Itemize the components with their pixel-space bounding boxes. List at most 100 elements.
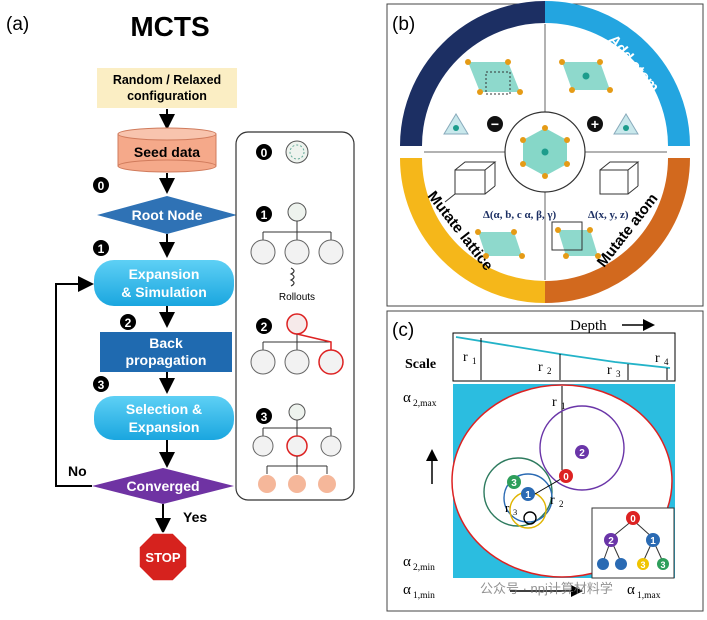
scale-curve bbox=[455, 336, 671, 369]
mutate-lattice-arc bbox=[400, 157, 546, 303]
alpha1max-label: α bbox=[627, 582, 635, 598]
watermark-text: 公众号 · npj计算材料学 bbox=[480, 581, 613, 596]
seed-data-cylinder: Seed data bbox=[117, 127, 217, 173]
start-config-line1: Random / Relaxed bbox=[113, 73, 221, 87]
step-2-number: 2 bbox=[125, 316, 132, 330]
lattice-crystal-icon bbox=[475, 229, 525, 259]
mcts-title: MCTS bbox=[130, 11, 209, 42]
panel-a-label: (a) bbox=[6, 14, 29, 35]
plus-icon bbox=[587, 116, 603, 132]
r2-radius-sub: 2 bbox=[559, 499, 564, 509]
node-0-label: 0 bbox=[563, 472, 569, 483]
atom-crystal-icon bbox=[551, 221, 601, 259]
r2-radius-label: r bbox=[550, 493, 555, 508]
rollout-spring-icon bbox=[289, 267, 295, 287]
backprop-line2: propagation bbox=[126, 352, 207, 368]
alpha1max-sub: 1,max bbox=[637, 591, 661, 601]
seed-data-label: Seed data bbox=[134, 144, 200, 160]
mutate-atom-arc bbox=[544, 157, 690, 303]
start-config-line2: configuration bbox=[127, 89, 207, 103]
panel-a: (a) MCTS Random / Relaxed configuration … bbox=[6, 11, 355, 582]
alpha1min-sub: 1,min bbox=[413, 591, 435, 601]
r1-radius-label: r bbox=[552, 395, 557, 410]
expansion-line2: & Simulation bbox=[121, 284, 207, 300]
tree-step-1: 1 bbox=[261, 208, 268, 222]
scale-plot-frame bbox=[452, 332, 676, 382]
center-crystal-icon bbox=[520, 125, 570, 179]
remove-triangle-icon bbox=[443, 113, 469, 135]
converged-label: Converged bbox=[126, 478, 199, 494]
atom-cell-icon bbox=[599, 161, 640, 195]
stop-sign bbox=[138, 532, 188, 582]
r3-scale-sub: 3 bbox=[616, 369, 621, 379]
alpha1min-label: α bbox=[403, 582, 411, 598]
node-0-marker bbox=[559, 469, 573, 483]
panel-b-label: (b) bbox=[392, 14, 415, 35]
minus-icon bbox=[487, 116, 503, 132]
r3-radius-label: r bbox=[505, 500, 510, 515]
add-atom-arc bbox=[544, 1, 690, 147]
r1-radius-sub: 1 bbox=[561, 401, 566, 411]
remove-atom-arc bbox=[400, 1, 546, 147]
panel-b: (b) Remove atom Add atom Mutate lattice … bbox=[386, 1, 704, 307]
root-node-diamond bbox=[97, 196, 237, 234]
backprop-line1: Back bbox=[149, 335, 183, 351]
stop-label: STOP bbox=[145, 550, 180, 565]
panel-c: (c) Depth Scale r 1 r 2 r 3 r 4 α 2,max … bbox=[386, 310, 704, 612]
step-1-number: 1 bbox=[98, 242, 105, 256]
scale-label: Scale bbox=[405, 357, 436, 372]
r2-scale: r bbox=[538, 360, 543, 375]
root-node-label: Root Node bbox=[132, 207, 203, 223]
node2-circle bbox=[539, 405, 625, 491]
r3-scale: r bbox=[607, 363, 612, 378]
selection-line1: Selection & bbox=[126, 401, 202, 417]
step-3-badge bbox=[93, 376, 109, 392]
alpha2min-sub: 2,min bbox=[413, 563, 435, 573]
backpropagation-box bbox=[100, 332, 232, 372]
expansion-simulation-box bbox=[94, 260, 234, 306]
node1-circle bbox=[503, 473, 553, 523]
no-label: No bbox=[68, 463, 87, 479]
inset-node-1: 1 bbox=[650, 536, 656, 547]
plus-sign: + bbox=[591, 116, 599, 132]
node-1-label: 1 bbox=[525, 490, 531, 501]
r4-scale: r bbox=[655, 351, 660, 366]
node-region-circle bbox=[483, 457, 553, 527]
step-2-badge bbox=[120, 314, 136, 330]
converged-diamond bbox=[92, 468, 234, 504]
node-3-marker bbox=[507, 475, 521, 489]
r1-scale-sub: 1 bbox=[472, 356, 477, 366]
remove-atom-crystal-icon bbox=[465, 59, 523, 95]
r4-scale-sub: 4 bbox=[664, 357, 669, 367]
alpha2max-label: α bbox=[403, 390, 411, 406]
node-3-label: 3 bbox=[511, 478, 517, 489]
r3-radius-sub: 3 bbox=[513, 507, 517, 517]
step-0-badge bbox=[93, 177, 109, 193]
add-triangle-icon bbox=[613, 113, 639, 135]
lattice-formula: Δ(α, b, c α, β, γ) bbox=[483, 209, 557, 221]
step-0-number: 0 bbox=[98, 179, 105, 193]
node-1-marker bbox=[521, 487, 535, 501]
expansion-line1: Expansion bbox=[129, 266, 200, 282]
rollouts-label: Rollouts bbox=[279, 292, 315, 303]
alpha2min-label: α bbox=[403, 554, 411, 570]
tree-step-0: 0 bbox=[261, 146, 268, 160]
step-1-badge bbox=[93, 240, 109, 256]
minus-sign: − bbox=[491, 116, 499, 132]
tree0-root bbox=[285, 140, 309, 164]
selection-line2: Expansion bbox=[129, 419, 200, 435]
inset-node-3a: 3 bbox=[640, 560, 645, 570]
tree-step-3: 3 bbox=[261, 410, 268, 424]
node-2-marker bbox=[575, 445, 589, 459]
alpha2max-sub: 2,max bbox=[413, 399, 437, 409]
r1-scale: r bbox=[463, 350, 468, 365]
r2-scale-sub: 2 bbox=[547, 366, 552, 376]
no-loop-arrow bbox=[55, 276, 94, 487]
yes-label: Yes bbox=[183, 509, 207, 525]
inset-node-3b: 3 bbox=[660, 560, 665, 570]
lattice-cell-icon bbox=[444, 161, 497, 203]
inset-node-0: 0 bbox=[630, 514, 636, 525]
node-2-label: 2 bbox=[579, 448, 585, 459]
step-3-number: 3 bbox=[98, 378, 105, 392]
